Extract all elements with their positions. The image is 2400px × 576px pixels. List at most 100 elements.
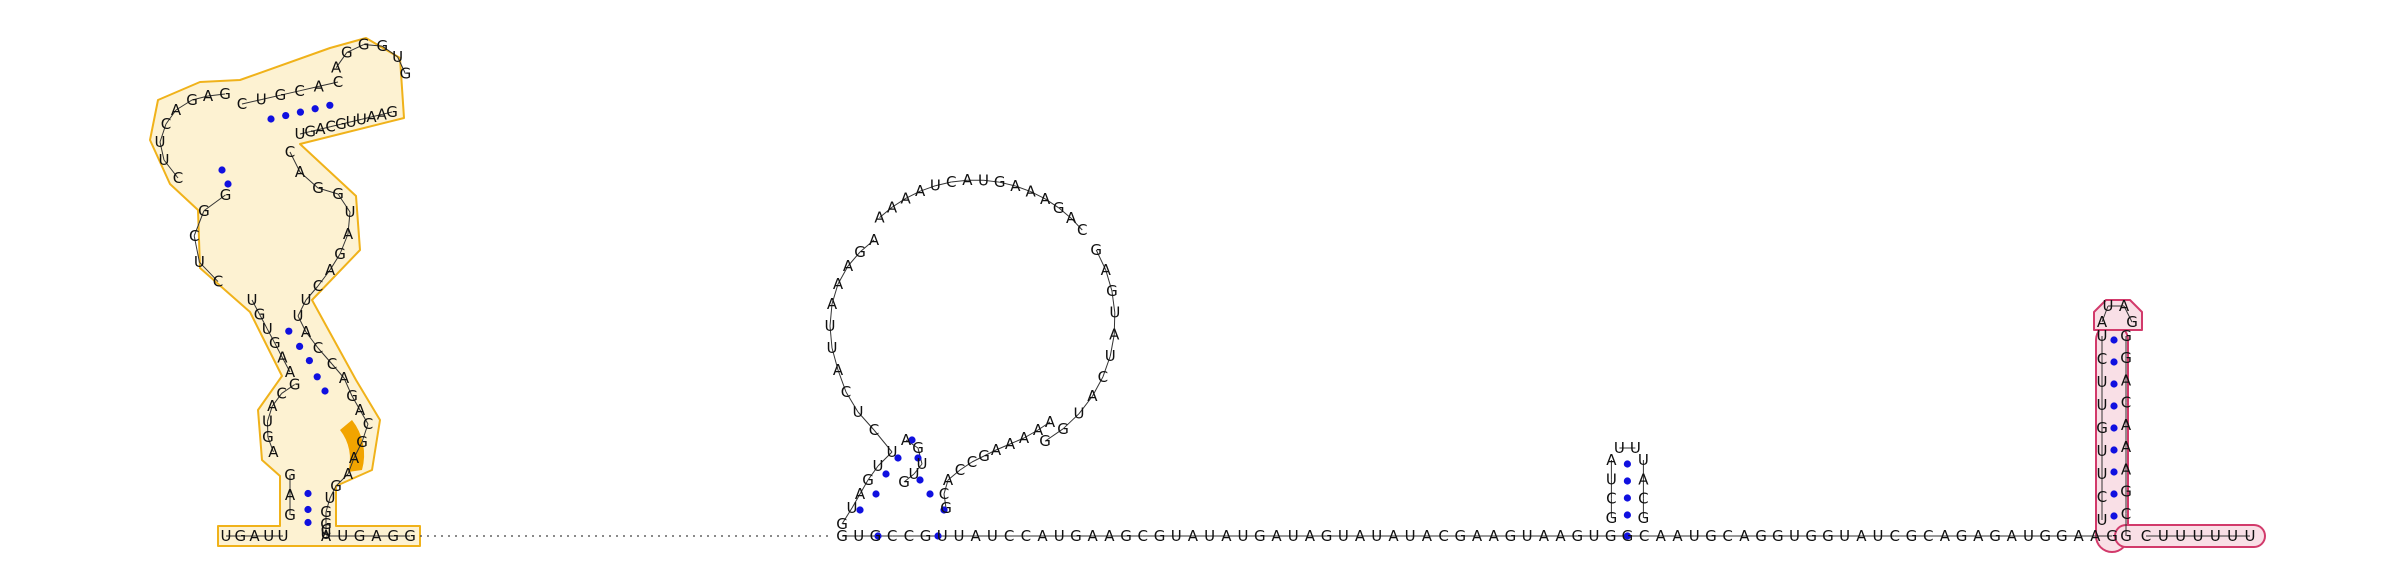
small-hairpin-5-nt: C — [1606, 490, 1616, 508]
middle-loop-lower-nt: C — [955, 461, 965, 479]
middle-loop-right-nt: U — [1074, 405, 1085, 423]
right-hairpin-loop-nt: A — [2119, 297, 2130, 315]
left-hairpin-stem-nt: C — [333, 73, 343, 91]
baseline-nt: G — [1805, 527, 1817, 545]
base-pair-dot — [1623, 511, 1631, 519]
backbone-link — [351, 395, 361, 411]
baseline-nt: G — [1956, 527, 1968, 545]
middle-loop-right-nt: G — [1090, 241, 1102, 259]
backbone-link — [1044, 428, 1064, 442]
left-helix-nt: U — [262, 320, 273, 338]
small-hairpin-loop-nt: U — [1630, 439, 1641, 457]
left-tail3-nt: A — [321, 527, 332, 545]
left-hairpin-stem-nt: C — [294, 82, 304, 100]
right-hairpin-5-nt: C — [2097, 488, 2107, 506]
base-pair-dot — [285, 327, 293, 335]
left-right-column-nt: A — [301, 323, 312, 341]
base-pair-dot — [894, 454, 902, 462]
left-stem-nt: G — [284, 466, 296, 484]
middle-loop-top-nt: U — [978, 171, 989, 189]
left-hairpin-stem3-nt: G — [335, 115, 347, 133]
base-pair-dot — [2110, 402, 2118, 410]
baseline-nt: A — [2007, 527, 2018, 545]
baseline-nt: U — [953, 527, 964, 545]
backbone-link — [193, 210, 205, 236]
baseline-nt: A — [1037, 527, 1048, 545]
left-tail-nt: U — [221, 527, 232, 545]
baseline-nt: G — [1454, 527, 1466, 545]
backbone-link — [299, 171, 319, 189]
right-hairpin-5-nt: U — [2097, 465, 2108, 483]
baseline-nt: G — [1705, 527, 1717, 545]
backbone-link — [995, 443, 1011, 451]
middle-loop-lower-nt: G — [940, 499, 952, 517]
baseline-nt: A — [1422, 527, 1433, 545]
right-hairpin-5-nt: U — [2097, 396, 2108, 414]
middle-loop-left-nt: G — [836, 515, 848, 533]
baseline-nt: G — [1755, 527, 1767, 545]
middle-inner-nt: U — [917, 455, 928, 473]
backbone-link — [1095, 249, 1107, 271]
left-hairpin-stem-nt: U — [256, 91, 267, 109]
left-loop2-nt: C — [189, 227, 199, 245]
backbone-link — [329, 485, 337, 499]
base-pair-dots — [218, 101, 2118, 540]
small-hairpin-3-nt: G — [1638, 509, 1650, 527]
middle-loop-left-nt: A — [833, 275, 844, 293]
right-hairpin-loop-nt: G — [2126, 313, 2138, 331]
right-tail-nt: U — [2158, 527, 2169, 545]
backbone-link — [203, 194, 226, 212]
baseline-nt: A — [1271, 527, 1282, 545]
left-tail3-nt: A — [371, 527, 382, 545]
left-tail-nt: A — [249, 527, 260, 545]
small-hairpin-3-nt: U — [1638, 451, 1649, 469]
backbone-link — [317, 269, 331, 287]
left-tail3-nt: G — [404, 527, 416, 545]
baseline-nt: A — [2090, 527, 2101, 545]
baseline-nt: G — [1989, 527, 2001, 545]
backbone-link — [251, 299, 261, 315]
middle-loop-right-nt: U — [1109, 304, 1120, 322]
right-hairpin-5-nt: U — [2097, 442, 2108, 460]
baseline-nt: G — [836, 527, 848, 545]
baseline-nt: U — [937, 527, 948, 545]
backbone-link — [381, 111, 393, 115]
base-pair-dot — [2110, 358, 2118, 366]
middle-loop-right-nt: A — [1087, 387, 1098, 405]
middle-loop-lower-nt: C — [967, 453, 977, 471]
middle-loop-left-nt: G — [862, 471, 874, 489]
backbone-link — [999, 181, 1016, 187]
backbone-link — [335, 473, 349, 487]
left-stem-nt: G — [284, 506, 296, 524]
middle-loop-right-nt: A — [1109, 326, 1120, 344]
baseline-nt: G — [870, 527, 882, 545]
left-hairpin-stem3-nt: A — [377, 105, 388, 123]
baseline-nt: U — [1238, 527, 1249, 545]
backbone-link — [363, 44, 383, 47]
backbone-link — [1091, 376, 1104, 397]
middle-loop-right-nt: C — [1098, 368, 1108, 386]
backbone-link — [207, 93, 226, 97]
backbone-link — [165, 109, 177, 125]
middle-loop-top-nt: C — [1077, 221, 1087, 239]
small-hairpin-5-nt: A — [1606, 451, 1617, 469]
right-hairpin-5-nt: C — [2097, 350, 2107, 368]
backbone-link — [297, 315, 307, 333]
backbone-link — [947, 469, 961, 481]
small-hairpin-loop-nt: U — [1614, 439, 1625, 457]
middle-loop-left-nt: U — [847, 499, 858, 517]
middle-loop-left-nt: U — [887, 443, 898, 461]
baseline-nt: U — [1054, 527, 1065, 545]
middle-loop-left-nt: U — [827, 339, 838, 357]
left-helix-nt: A — [277, 349, 288, 367]
left-hairpin-loop-nt: U — [392, 48, 403, 66]
left-hairpin-stem3-nt: C — [325, 118, 335, 136]
left-loop1-nt: A — [267, 397, 278, 415]
left-hairpin-stem3-nt: A — [315, 120, 326, 138]
right-hairpin-3-nt: A — [2121, 371, 2132, 389]
middle-loop-lower-nt: A — [943, 471, 954, 489]
baseline-nt: A — [1355, 527, 1366, 545]
backbone-link — [943, 479, 949, 495]
baseline-nt: U — [1873, 527, 1884, 545]
baseline-nt: U — [1405, 527, 1416, 545]
